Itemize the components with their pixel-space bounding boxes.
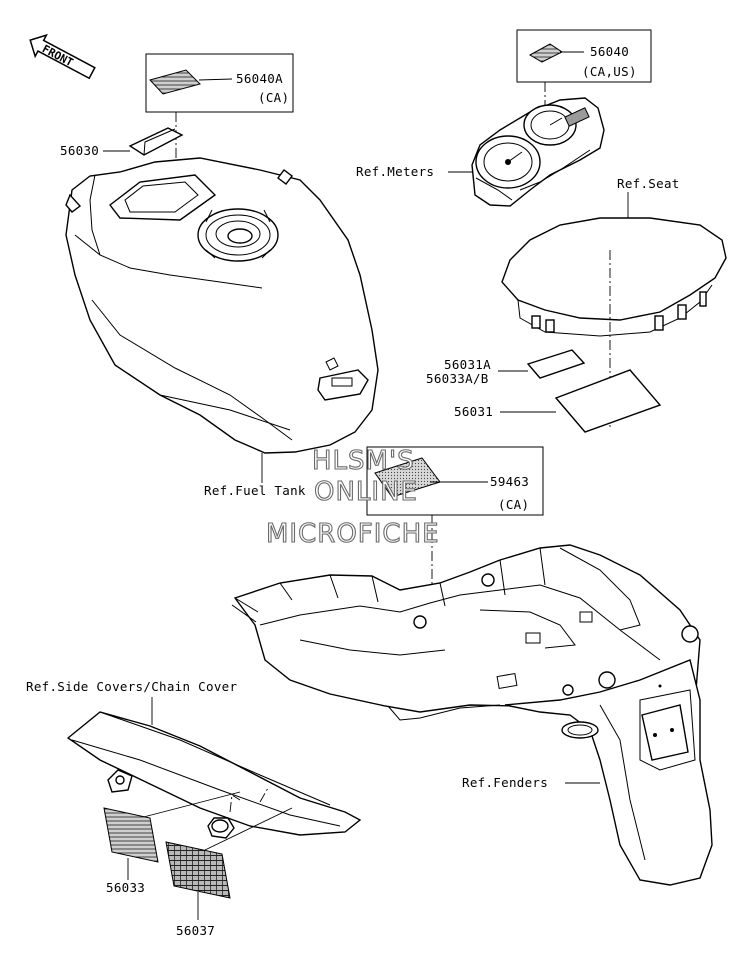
watermark: HLSM'S ONLINE MICROFICHE [265,445,440,549]
chain-cover: Ref.Side Covers/Chain Cover [26,679,362,851]
part-number-56031a: 56031A [444,357,491,372]
rear-fender [231,544,713,886]
region-56040: (CA,US) [582,64,637,79]
callout-box-56040 [516,29,652,83]
front-arrow-icon: FRONT [29,33,96,80]
part-number-56033: 56033 [106,880,145,895]
fuel-tank [65,157,379,483]
ref-meters-label: Ref.Meters [356,164,434,179]
part-number-56040: 56040 [590,44,629,59]
part-number-56040a: 56040A [236,71,283,86]
region-56040a: (CA) [258,90,289,105]
meters-cluster [448,97,605,207]
decal-56037 [165,841,231,899]
callout-box-59463 [366,446,544,516]
watermark-line-1: HLSM'S [312,446,415,476]
decal-56040a [149,69,201,95]
part-number-56037: 56037 [176,923,215,938]
decal-56030 [128,127,184,156]
ref-seat-label: Ref.Seat [617,176,680,191]
label-56033-group: 56033 [103,807,159,895]
part-number-56030: 56030 [60,143,99,158]
label-56037-group: 56037 [165,841,231,938]
part-number-56031: 56031 [454,404,493,419]
front-label: FRONT [40,42,76,69]
callout-box-56040a [145,53,294,113]
ref-fuel-tank-label: Ref.Fuel Tank [204,483,306,498]
label-56031-group: 56031 [454,369,662,433]
watermark-line-3: MICROFICHE [266,519,440,549]
decal-56040 [528,43,563,63]
label-56031a-group: 56031A 56033A/B [426,349,586,386]
decal-56033 [103,807,159,863]
ref-side-covers-label: Ref.Side Covers/Chain Cover [26,679,237,694]
part-number-56033ab: 56033A/B [426,371,489,386]
label-56040-group: 56040 (CA,US) [516,29,652,120]
region-59463: (CA) [498,497,529,512]
decal-56031 [554,369,662,433]
part-number-59463: 59463 [490,474,529,489]
label-59463-group: 59463 (CA) [366,446,544,665]
ref-fenders-label: Ref.Fenders [462,775,548,790]
watermark-line-2: ONLINE [314,477,418,507]
seat: Ref.Seat [501,176,727,430]
decal-56031a [526,349,586,379]
label-56030-group: 56030 [60,127,184,158]
